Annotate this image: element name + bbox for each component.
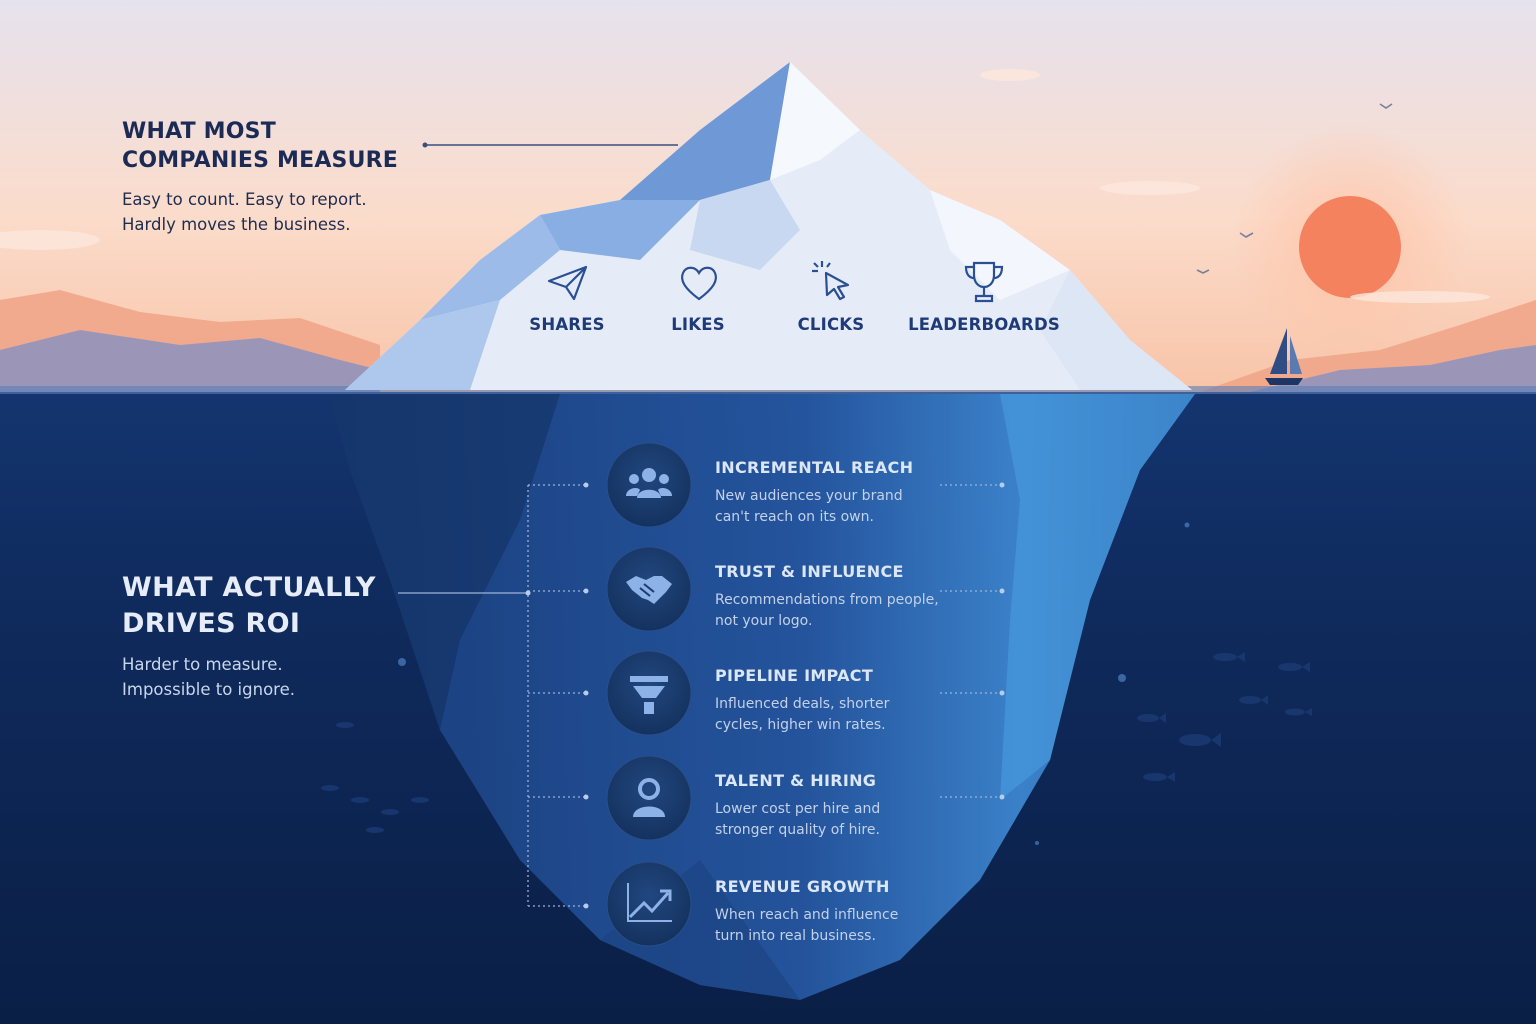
depth-subtitle-line-1: Harder to measure. [122, 655, 283, 674]
handshake-icon [606, 546, 692, 632]
driver-title: PIPELINE IMPACT [715, 666, 874, 685]
iceberg-tip [345, 62, 1192, 390]
driver-description-line-1: When reach and influence [715, 907, 899, 923]
people-group-icon [606, 442, 692, 528]
driver-trust-influence: TRUST & INFLUENCE Recommendations from p… [606, 546, 966, 632]
birds [1196, 103, 1393, 274]
heart-icon [681, 266, 717, 301]
trend-up-icon [606, 861, 692, 947]
driver-description: Lower cost per hire and stronger quality… [715, 799, 955, 841]
driver-bracket [527, 484, 1002, 907]
person-badge-icon [606, 755, 692, 841]
driver-description-line-2: cycles, higher win rates. [715, 717, 886, 733]
driver-description: Influenced deals, shorter cycles, higher… [715, 694, 955, 736]
metric-label-leaderboards: LEADERBOARDS [908, 315, 1060, 334]
driver-description-line-1: New audiences your brand [715, 488, 903, 504]
funnel-icon [606, 650, 692, 736]
surface-title: WHAT MOST COMPANIES MEASURE [122, 119, 399, 173]
depth-title: WHAT ACTUALLY DRIVES ROI [122, 570, 422, 642]
driver-description-line-2: not your logo. [715, 613, 813, 629]
driver-title: REVENUE GROWTH [715, 877, 890, 896]
metric-label-shares: SHARES [529, 315, 605, 334]
cursor-click-icon [812, 261, 850, 301]
driver-description-line-1: Influenced deals, shorter [715, 696, 890, 712]
surface-subtitle: Easy to count. Easy to report. Hardly mo… [122, 187, 442, 237]
depth-title-line-1: WHAT ACTUALLY [122, 572, 376, 603]
driver-title: TALENT & HIRING [715, 771, 877, 790]
bubbles [398, 522, 1190, 845]
driver-incremental-reach: INCREMENTAL REACH New audiences your bra… [606, 442, 966, 528]
driver-description-line-2: can't reach on its own. [715, 509, 874, 525]
driver-description: When reach and influence turn into real … [715, 905, 955, 947]
sailboat-icon [1265, 328, 1303, 385]
driver-description-line-2: turn into real business. [715, 928, 876, 944]
mountains-right-back [1250, 345, 1536, 392]
surface-subtitle-line-2: Hardly moves the business. [122, 215, 351, 234]
driver-pipeline-impact: PIPELINE IMPACT Influenced deals, shorte… [606, 650, 966, 736]
depth-subtitle-line-2: Impossible to ignore. [122, 680, 295, 699]
driver-description: Recommendations from people, not your lo… [715, 590, 955, 632]
trophy-icon [964, 261, 1004, 303]
metric-label-clicks: CLICKS [797, 315, 865, 334]
depth-subtitle: Harder to measure. Impossible to ignore. [122, 652, 422, 702]
iceberg-underwater [330, 394, 1195, 1000]
driver-title: INCREMENTAL REACH [715, 458, 914, 477]
paper-plane-icon [547, 265, 588, 301]
driver-description-line-2: stronger quality of hire. [715, 822, 880, 838]
driver-title: TRUST & INFLUENCE [715, 562, 904, 581]
surface-subtitle-line-1: Easy to count. Easy to report. [122, 190, 367, 209]
depth-title-line-2: DRIVES ROI [122, 608, 301, 639]
mountains-left-back [0, 330, 380, 392]
clouds [0, 69, 1490, 303]
driver-description-line-1: Recommendations from people, [715, 592, 939, 608]
fish-school [321, 652, 1312, 833]
driver-description-line-1: Lower cost per hire and [715, 801, 881, 817]
driver-description: New audiences your brand can't reach on … [715, 486, 955, 528]
driver-revenue-growth: REVENUE GROWTH When reach and influence … [606, 861, 966, 947]
sun [1299, 196, 1401, 298]
driver-talent-hiring: TALENT & HIRING Lower cost per hire and … [606, 755, 966, 841]
metric-label-likes: LIKES [671, 315, 725, 334]
